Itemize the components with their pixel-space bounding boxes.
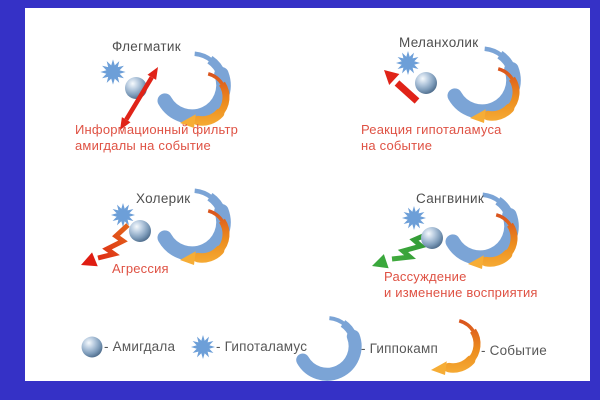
hippocampus-arc: [165, 54, 224, 117]
hippocampus-arc-icon: [303, 318, 355, 374]
sanguine-label-line1: Рассуждение: [384, 269, 467, 284]
aggression-zigzag-arrow: [81, 223, 130, 267]
sanguine-diagram: [372, 195, 514, 269]
legend-label-event: - Событие: [481, 343, 547, 358]
melancholic-label-line1: Реакция гипоталамуса: [361, 122, 502, 137]
sanguine-label: Рассуждение и изменение восприятия: [384, 269, 538, 301]
amygdala-icon: [129, 220, 151, 242]
amygdala-icon: [421, 227, 443, 249]
hypothalamus-icon: [402, 206, 426, 230]
hippocampus-arc: [455, 49, 514, 112]
phlegmatic-label: Информационный фильтр амигдалы на событи…: [75, 122, 238, 154]
legend-label-hippocampus: - Гиппокамп: [361, 341, 438, 356]
sanguine-title: Сангвиник: [416, 191, 485, 206]
phlegmatic-label-line1: Информационный фильтр: [75, 122, 239, 137]
melancholic-label: Реакция гипоталамуса на событие: [361, 122, 502, 154]
phlegmatic-title: Флегматик: [112, 39, 181, 54]
choleric-diagram: [81, 191, 226, 266]
legend-label-amygdala: - Амигдала: [104, 339, 176, 354]
amygdala-sphere-icon: [81, 336, 103, 358]
choleric-label: Агрессия: [112, 261, 169, 277]
sanguine-label-line2: и изменение восприятия: [384, 285, 538, 300]
phlegmatic-diagram: [100, 54, 226, 130]
hypothalamus-icon: [100, 59, 126, 85]
melancholic-label-line2: на событие: [361, 138, 433, 153]
hypothalamus-star-icon: [191, 335, 215, 359]
amygdala-icon: [415, 72, 437, 94]
choleric-title: Холерик: [136, 191, 191, 206]
choleric-label-line1: Агрессия: [112, 261, 169, 276]
hypothalamus-icon: [396, 51, 420, 75]
reasoning-zigzag-arrow: [372, 230, 432, 269]
melancholic-diagram: [384, 49, 516, 123]
hypothalamus-icon: [111, 203, 135, 227]
melancholic-title: Меланхолик: [399, 35, 479, 50]
hypothalamus-reaction-arrow: [384, 70, 420, 104]
legend-label-hypothalamus: - Гипоталамус: [216, 339, 308, 354]
phlegmatic-label-line2: амигдалы на событие: [75, 138, 211, 153]
information-filter-double-arrow: [120, 67, 158, 130]
